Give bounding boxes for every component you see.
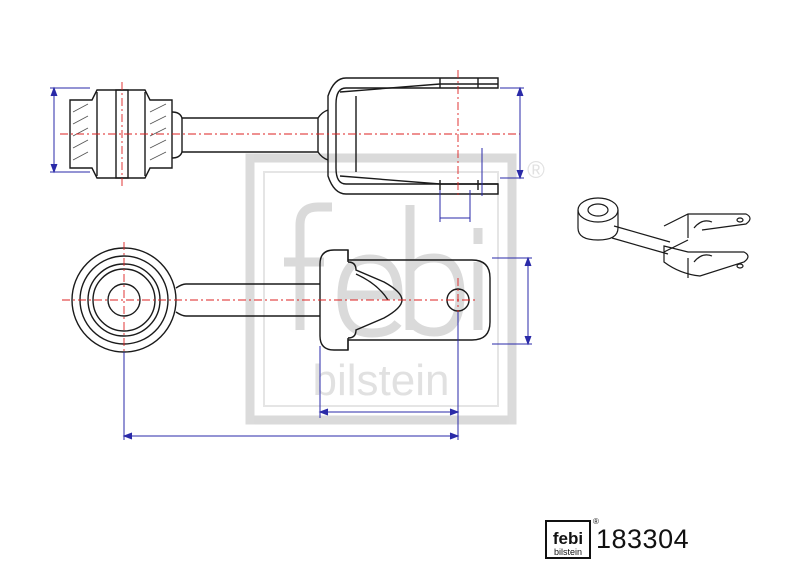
- footer-logo-brand: febi: [553, 529, 583, 548]
- part-number: 183304: [596, 524, 690, 554]
- top-view: [69, 77, 499, 195]
- rod-top: [171, 109, 329, 119]
- watermark-subtext: bilstein: [313, 356, 450, 405]
- watermark-registered-mark: ®: [527, 157, 545, 184]
- fork-end-side: [327, 77, 499, 195]
- footer-logo: febi bilstein ®: [545, 517, 599, 559]
- watermark-logo: bilstein ®: [245, 153, 545, 425]
- isometric-preview: [577, 197, 751, 278]
- bushing-side: [69, 89, 173, 179]
- top-view-dimensions: [50, 86, 524, 222]
- footer-logo-registered-mark: ®: [593, 517, 599, 526]
- bottom-view-dimensions: [122, 256, 532, 440]
- top-view-center-lines: [60, 70, 520, 196]
- fork-plate: [319, 249, 491, 351]
- footer-logo-subtext: bilstein: [554, 547, 582, 557]
